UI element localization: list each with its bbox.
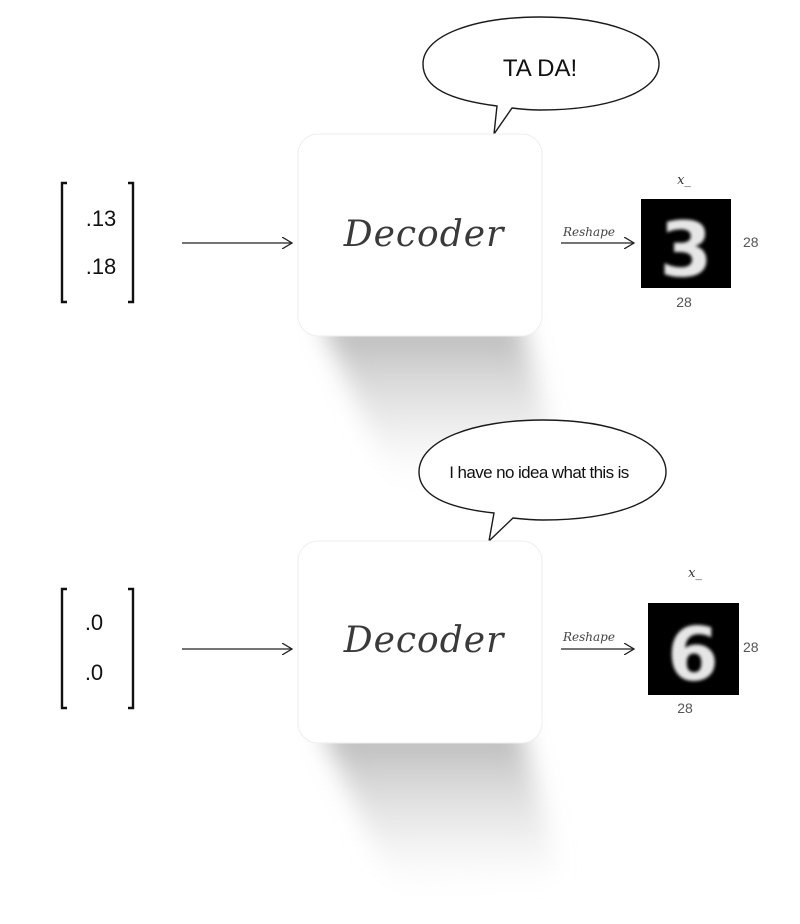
digit-glyph: 3	[660, 205, 713, 294]
right-bracket	[128, 181, 135, 304]
vector-value: .13	[86, 206, 117, 231]
vector-value: .0	[85, 660, 103, 685]
decoder-box: Decoder	[297, 540, 543, 744]
height-label: 28	[743, 639, 759, 655]
width-label: 28	[676, 294, 692, 310]
row-1: TA DA! .13 .18 Decoder Reshape x_ 3 28	[60, 16, 759, 500]
decoder-box: Decoder	[297, 133, 543, 337]
output-image: x_ 6 28 28	[648, 566, 759, 716]
speech-bubble: I have no idea what this is	[418, 419, 667, 543]
vector-value: .18	[86, 254, 117, 279]
digit-image-background	[641, 199, 731, 288]
vector-value: .0	[85, 610, 103, 635]
reshape-arrow: Reshape	[561, 225, 634, 243]
output-label: x_	[677, 173, 691, 188]
digit-glyph: 6	[667, 612, 719, 698]
row-2: I have no idea what this is .0 .0 Decode…	[60, 419, 759, 906]
output-label: x_	[688, 566, 702, 581]
reshape-arrow: Reshape	[561, 630, 634, 649]
left-bracket	[60, 587, 67, 710]
decoder-label: Decoder	[343, 214, 505, 255]
output-image: x_ 3 28 28	[641, 173, 759, 310]
input-vector: .13 .18	[60, 181, 135, 304]
speech-text: I have no idea what this is	[449, 463, 629, 482]
height-label: 28	[743, 234, 759, 250]
reshape-label: Reshape	[562, 630, 615, 644]
right-bracket	[128, 587, 135, 710]
width-label: 28	[677, 700, 693, 716]
speech-text: TA DA!	[503, 55, 577, 82]
left-bracket	[60, 181, 67, 304]
reshape-label: Reshape	[562, 225, 615, 239]
decoder-label: Decoder	[343, 620, 505, 661]
speech-bubble: TA DA!	[422, 16, 660, 135]
input-vector: .0 .0	[60, 587, 135, 710]
decoder-shadow	[320, 726, 560, 906]
digit-image-background	[648, 603, 739, 695]
